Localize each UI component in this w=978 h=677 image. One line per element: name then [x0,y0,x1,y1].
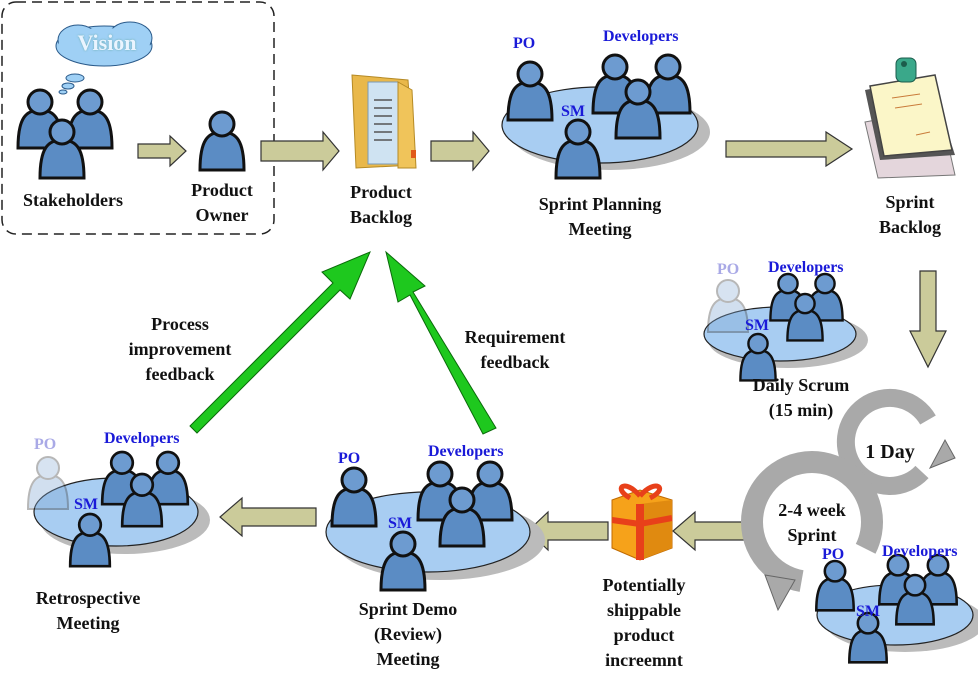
arrow-demo-to-retro [219,496,317,538]
sprint-backlog-label: Sprint Backlog [878,192,941,237]
arrow-requirement-feedback [385,250,497,435]
retro-po-label: PO [34,436,57,453]
requirement-feedback-label: Requirement feedback [464,327,566,372]
clipboard-icon [864,57,956,179]
day-cycle-icon [836,388,956,495]
product-owner-label: Product Owner [191,180,253,225]
demo-po-label: PO [338,450,361,467]
vision-label: Vision [77,30,137,55]
arrow-stakeholders-to-po [137,134,187,168]
product-backlog-label: Product Backlog [349,182,412,227]
stakeholder-group-box [1,1,275,235]
sprint-developers-label: Developers [882,543,958,560]
day-cycle-label: 1 Day [865,441,915,463]
stakeholders-icon [16,88,114,180]
daily-po-label: PO [717,261,740,278]
arrow-po-to-backlog [260,130,340,172]
sprint-cycle-label: 2-4 week Sprint [778,500,846,545]
planning-sm-label: SM [561,103,585,120]
product-owner-icon [198,110,246,172]
daily-sm-label: SM [745,317,769,334]
process-feedback-label: Process improvement feedback [128,314,232,384]
retro-developers-label: Developers [104,430,180,447]
arrow-sprint-to-increment [672,510,746,552]
daily-developers-label: Developers [768,259,844,276]
gift-icon [611,483,673,561]
feedback-arrows [189,250,497,435]
arrow-process-feedback [189,251,371,434]
increment-label: Potentially shippable product increemnt [602,575,686,670]
arrow-planning-to-sprint-backlog [725,130,854,168]
sprint-cycle-icon [741,451,883,612]
retrospective-label: Retrospective Meeting [35,588,141,633]
vision-cloud [55,21,153,95]
arrow-backlog-to-planning [430,130,490,172]
daily-scrum-label: Daily Scrum (15 min) [752,375,850,420]
arrow-sprint-backlog-down [909,270,947,369]
planning-developers-label: Developers [603,28,679,45]
sprint-sm-label: SM [856,603,880,620]
sprint-demo-label: Sprint Demo (Review) Meeting [358,599,458,669]
planning-po-label: PO [513,35,536,52]
demo-sm-label: SM [388,515,412,532]
retro-sm-label: SM [74,496,98,513]
folder-icon [351,74,417,169]
sprint-planning-label: Sprint Planning Meeting [538,194,662,239]
sprint-po-label: PO [822,546,845,563]
flow-arrows [137,130,947,552]
demo-developers-label: Developers [428,443,504,460]
stakeholders-label: Stakeholders [22,190,123,210]
